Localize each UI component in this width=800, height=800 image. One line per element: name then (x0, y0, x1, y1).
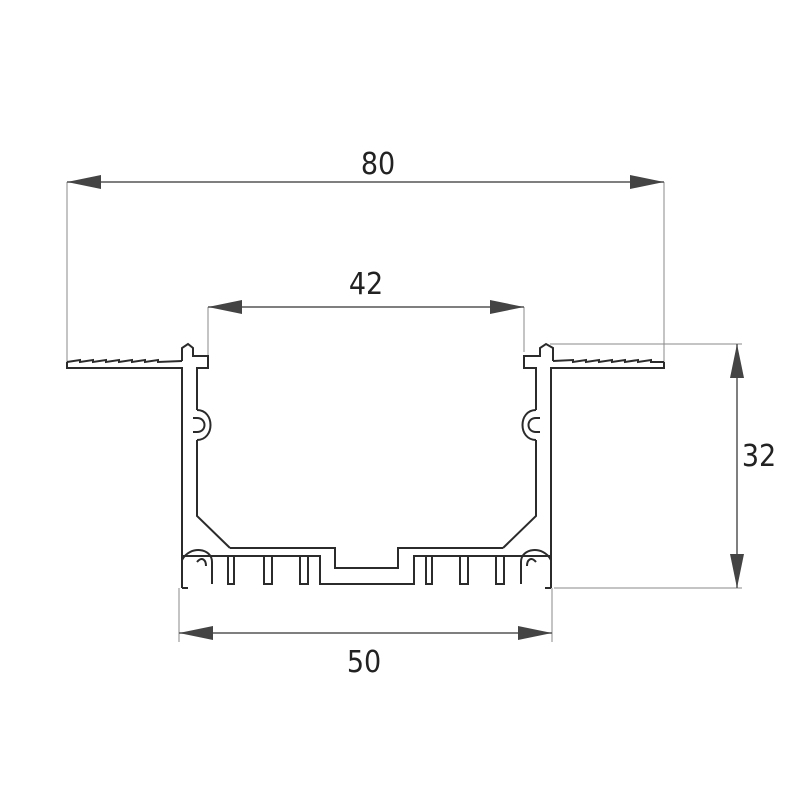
dim-label-80: 80 (361, 147, 395, 182)
arrowhead-50-right (518, 626, 552, 640)
dimension-50: 50 (179, 626, 552, 680)
left-inner-wall (196, 372, 231, 549)
arrowhead-80-left (67, 175, 101, 189)
cooling-fin-left-2 (263, 556, 273, 585)
inner-floor-left (230, 547, 503, 569)
arrowhead-42-right (490, 300, 524, 314)
arrowhead-50-left (179, 626, 213, 640)
dim-label-42: 42 (349, 267, 383, 302)
dim-label-32: 32 (742, 439, 776, 474)
arrowhead-42-left (208, 300, 242, 314)
arrowhead-32-top (730, 344, 744, 378)
right-inner-wall (502, 372, 537, 549)
dimension-42: 42 (208, 267, 524, 314)
cooling-fin-left-3 (299, 556, 309, 585)
arrowhead-32-bottom (730, 554, 744, 588)
arrowhead-80-right (630, 175, 664, 189)
base-plate (182, 555, 551, 585)
cooling-fin-right-3 (495, 556, 505, 585)
right-flange (550, 362, 665, 372)
left-top-lip (181, 342, 209, 372)
left-flange (66, 362, 183, 372)
cooling-fin-right-1 (425, 556, 433, 585)
left-screw-channel (193, 409, 212, 441)
right-flange-serrations (552, 358, 664, 364)
right-top-lip (523, 342, 554, 372)
dim-label-50: 50 (347, 645, 381, 680)
aluminium-profile (66, 342, 665, 589)
left-flange-serrations (66, 358, 183, 364)
cooling-fin-right-2 (459, 556, 469, 585)
dimension-32: 32 (730, 344, 776, 588)
extension-lines (66, 182, 742, 642)
dimension-80: 80 (67, 147, 664, 189)
cooling-fin-left-1 (227, 556, 235, 585)
right-screw-channel (521, 409, 540, 441)
